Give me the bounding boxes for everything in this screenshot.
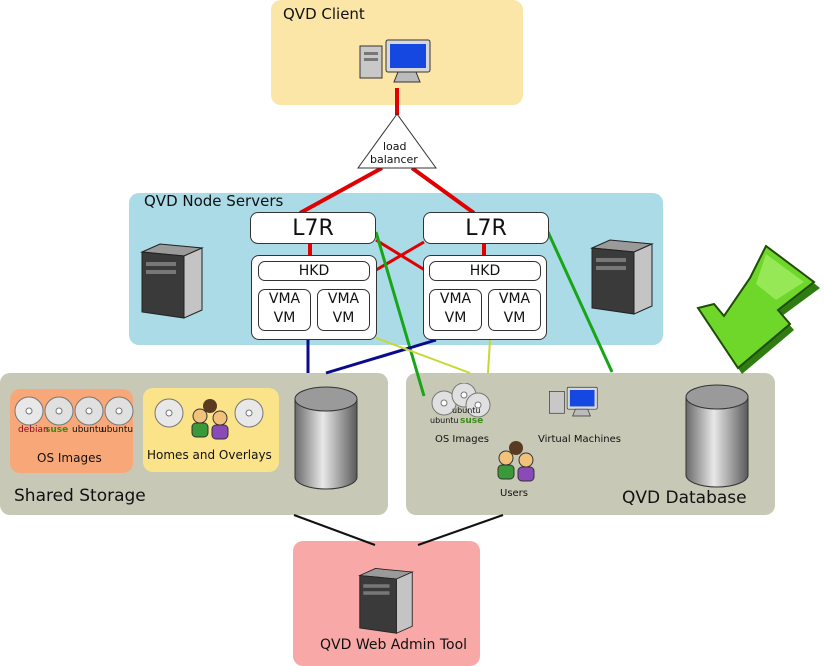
workstation-icon (359, 39, 431, 83)
link-lb-l7r-left (299, 166, 383, 215)
users-icon (191, 399, 229, 440)
link-lb-l7r-right (410, 166, 476, 215)
db-os-logo-ubuntu: ubuntu (430, 416, 459, 425)
users-label: Users (500, 488, 529, 499)
load-balancer-label-1: load (383, 140, 407, 153)
cd-disc-icon (154, 398, 264, 428)
vm-label: VM (332, 310, 355, 326)
node-servers-title: QVD Node Servers (144, 192, 284, 210)
vm-label: VM (273, 310, 296, 326)
vma-label: VMA (439, 291, 472, 307)
cd-disc-icon (431, 383, 491, 418)
vm-box: VMA VM (317, 289, 370, 331)
server-tower-icon (590, 239, 654, 315)
server-tower-icon (140, 243, 204, 319)
os-logo-suse: suse (45, 425, 69, 435)
vm-box: VMA VM (258, 289, 311, 331)
vm-box: VMA VM (429, 289, 482, 331)
link-green-2 (546, 231, 614, 373)
database-title: QVD Database (622, 488, 747, 508)
db-os-logo-ubuntu: ubuntu (452, 406, 481, 415)
os-images-label: OS Images (37, 451, 102, 465)
l7r-label: L7R (292, 215, 334, 241)
vm-box: VMA VM (488, 289, 541, 331)
database-cylinder-icon (294, 386, 358, 490)
vm-label: VM (444, 310, 467, 326)
l7r-label: L7R (465, 215, 507, 241)
download-arrow-icon (696, 244, 820, 374)
l7r-box-right: L7R (423, 212, 549, 244)
virtual-machines-label: Virtual Machines (538, 434, 621, 445)
load-balancer-triangle (357, 113, 437, 169)
database-cylinder-icon (685, 384, 749, 488)
cd-disc-icon (14, 396, 134, 426)
link-cross-2 (375, 240, 425, 272)
db-os-images-label: OS Images (435, 434, 489, 445)
workstation-icon (549, 386, 598, 417)
admin-title: QVD Web Admin Tool (320, 637, 468, 653)
db-os-logo-suse: suse (460, 416, 484, 426)
link-yellow-1 (375, 337, 471, 374)
load-balancer-label-2: balancer (370, 153, 418, 166)
l7r-box-left: L7R (250, 212, 376, 244)
os-logo-ubuntu: ubuntu (72, 425, 105, 435)
link-blue-2 (325, 338, 437, 375)
vm-label: VM (503, 310, 526, 326)
link-admin-storage (293, 514, 376, 546)
shared-storage-title: Shared Storage (14, 486, 146, 506)
link-admin-db (417, 514, 504, 546)
homes-overlays-label: Homes and Overlays (147, 448, 272, 462)
hkd-box-left: HKD (258, 261, 370, 281)
client-title: QVD Client (283, 5, 365, 23)
node-servers-panel (129, 193, 663, 345)
os-logo-debian: debian (18, 425, 49, 435)
vma-label: VMA (498, 291, 531, 307)
hkd-box-right: HKD (429, 261, 541, 281)
vma-label: VMA (327, 291, 360, 307)
hkd-label: HKD (469, 263, 501, 279)
link-yellow-2 (487, 339, 491, 374)
hkd-label: HKD (298, 263, 330, 279)
vma-label: VMA (268, 291, 301, 307)
os-logo-ubuntu: ubuntu (101, 425, 134, 435)
server-tower-icon (358, 568, 414, 634)
link-green-1 (374, 231, 426, 397)
users-icon (497, 441, 535, 482)
